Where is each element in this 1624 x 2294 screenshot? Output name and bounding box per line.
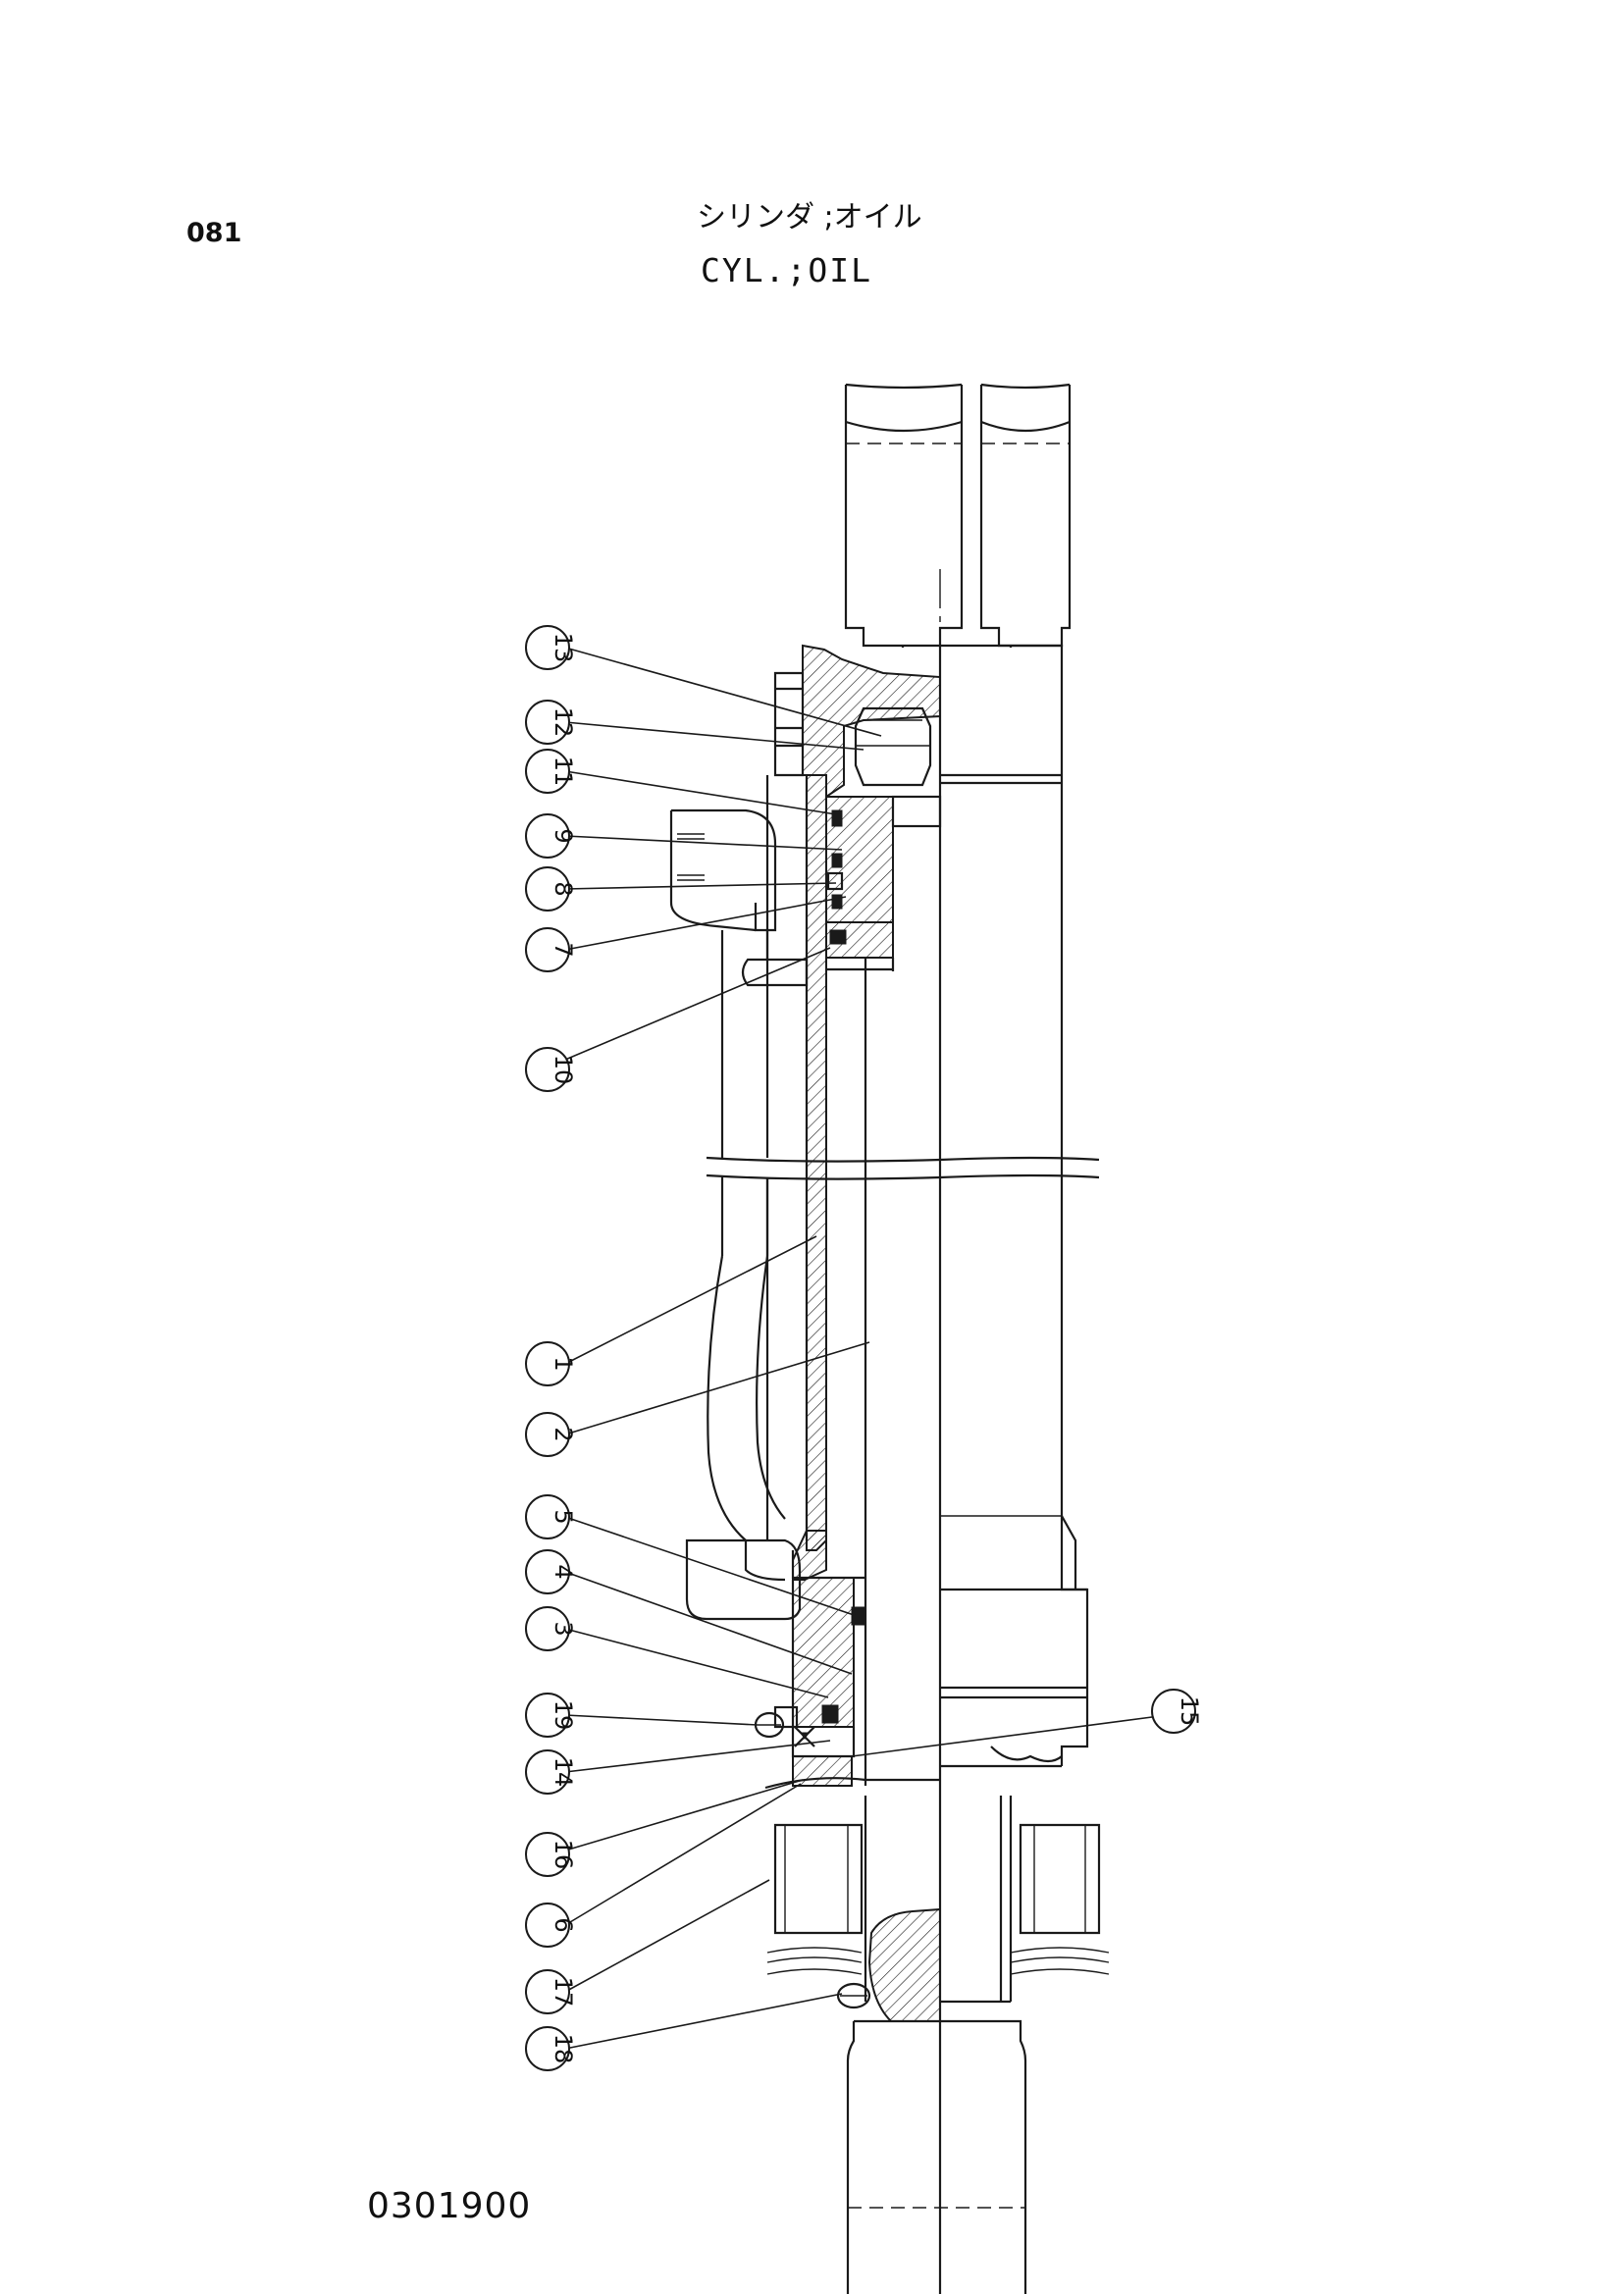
callout-17: 17 <box>525 1969 577 2014</box>
callout-16: 16 <box>525 1832 577 1877</box>
leader-lines <box>564 647 1153 2050</box>
svg-text:2: 2 <box>550 1427 577 1441</box>
callout-8: 8 <box>525 866 577 912</box>
callout-10: 10 <box>525 1047 577 1092</box>
page-number: 081 <box>186 218 242 248</box>
svg-text:5: 5 <box>550 1509 577 1524</box>
svg-text:11: 11 <box>550 756 577 787</box>
callout-4: 4 <box>525 1549 577 1594</box>
callout-14: 14 <box>525 1749 577 1795</box>
rod-clevis-top <box>844 383 1072 648</box>
svg-text:19: 19 <box>550 1700 577 1731</box>
svg-text:12: 12 <box>550 707 577 738</box>
svg-text:6: 6 <box>550 1917 577 1932</box>
break-lines <box>706 1156 1100 1180</box>
callout-7: 7 <box>525 927 577 972</box>
callout-5: 5 <box>525 1494 577 1539</box>
oil-pipe <box>669 808 809 1621</box>
callout-15: 15 <box>1151 1689 1203 1734</box>
svg-text:16: 16 <box>550 1840 577 1870</box>
callout-12: 12 <box>525 700 577 745</box>
callout-6: 6 <box>525 1903 577 1948</box>
callout-1: 1 <box>525 1341 577 1386</box>
svg-text:8: 8 <box>550 881 577 896</box>
callout-19: 19 <box>525 1693 577 1738</box>
rod-end-bottom <box>754 1577 1110 2294</box>
callout-balloons: 13 12 11 9 8 7 10 1 2 5 4 3 19 14 16 6 1… <box>525 625 1203 2071</box>
svg-text:4: 4 <box>550 1564 577 1579</box>
drawing-number: 0301900 <box>367 2186 532 2226</box>
svg-text:18: 18 <box>550 2034 577 2064</box>
svg-text:10: 10 <box>550 1055 577 1085</box>
svg-text:17: 17 <box>550 1977 577 2007</box>
callout-13: 13 <box>525 625 577 670</box>
svg-text:9: 9 <box>550 828 577 843</box>
title-japanese: シリンダ ;オイル <box>697 200 922 235</box>
svg-text:13: 13 <box>550 633 577 663</box>
svg-text:3: 3 <box>550 1621 577 1636</box>
callout-3: 3 <box>525 1606 577 1651</box>
svg-text:14: 14 <box>550 1757 577 1788</box>
cylinder-head-section <box>773 644 1089 1768</box>
svg-text:15: 15 <box>1176 1696 1203 1727</box>
svg-text:1: 1 <box>550 1356 577 1371</box>
callout-2: 2 <box>525 1412 577 1457</box>
title-english: CYL.;OIL <box>701 251 872 289</box>
svg-text:7: 7 <box>550 942 577 957</box>
callout-18: 18 <box>525 2026 577 2071</box>
callout-11: 11 <box>525 749 577 794</box>
callout-9: 9 <box>525 813 577 859</box>
